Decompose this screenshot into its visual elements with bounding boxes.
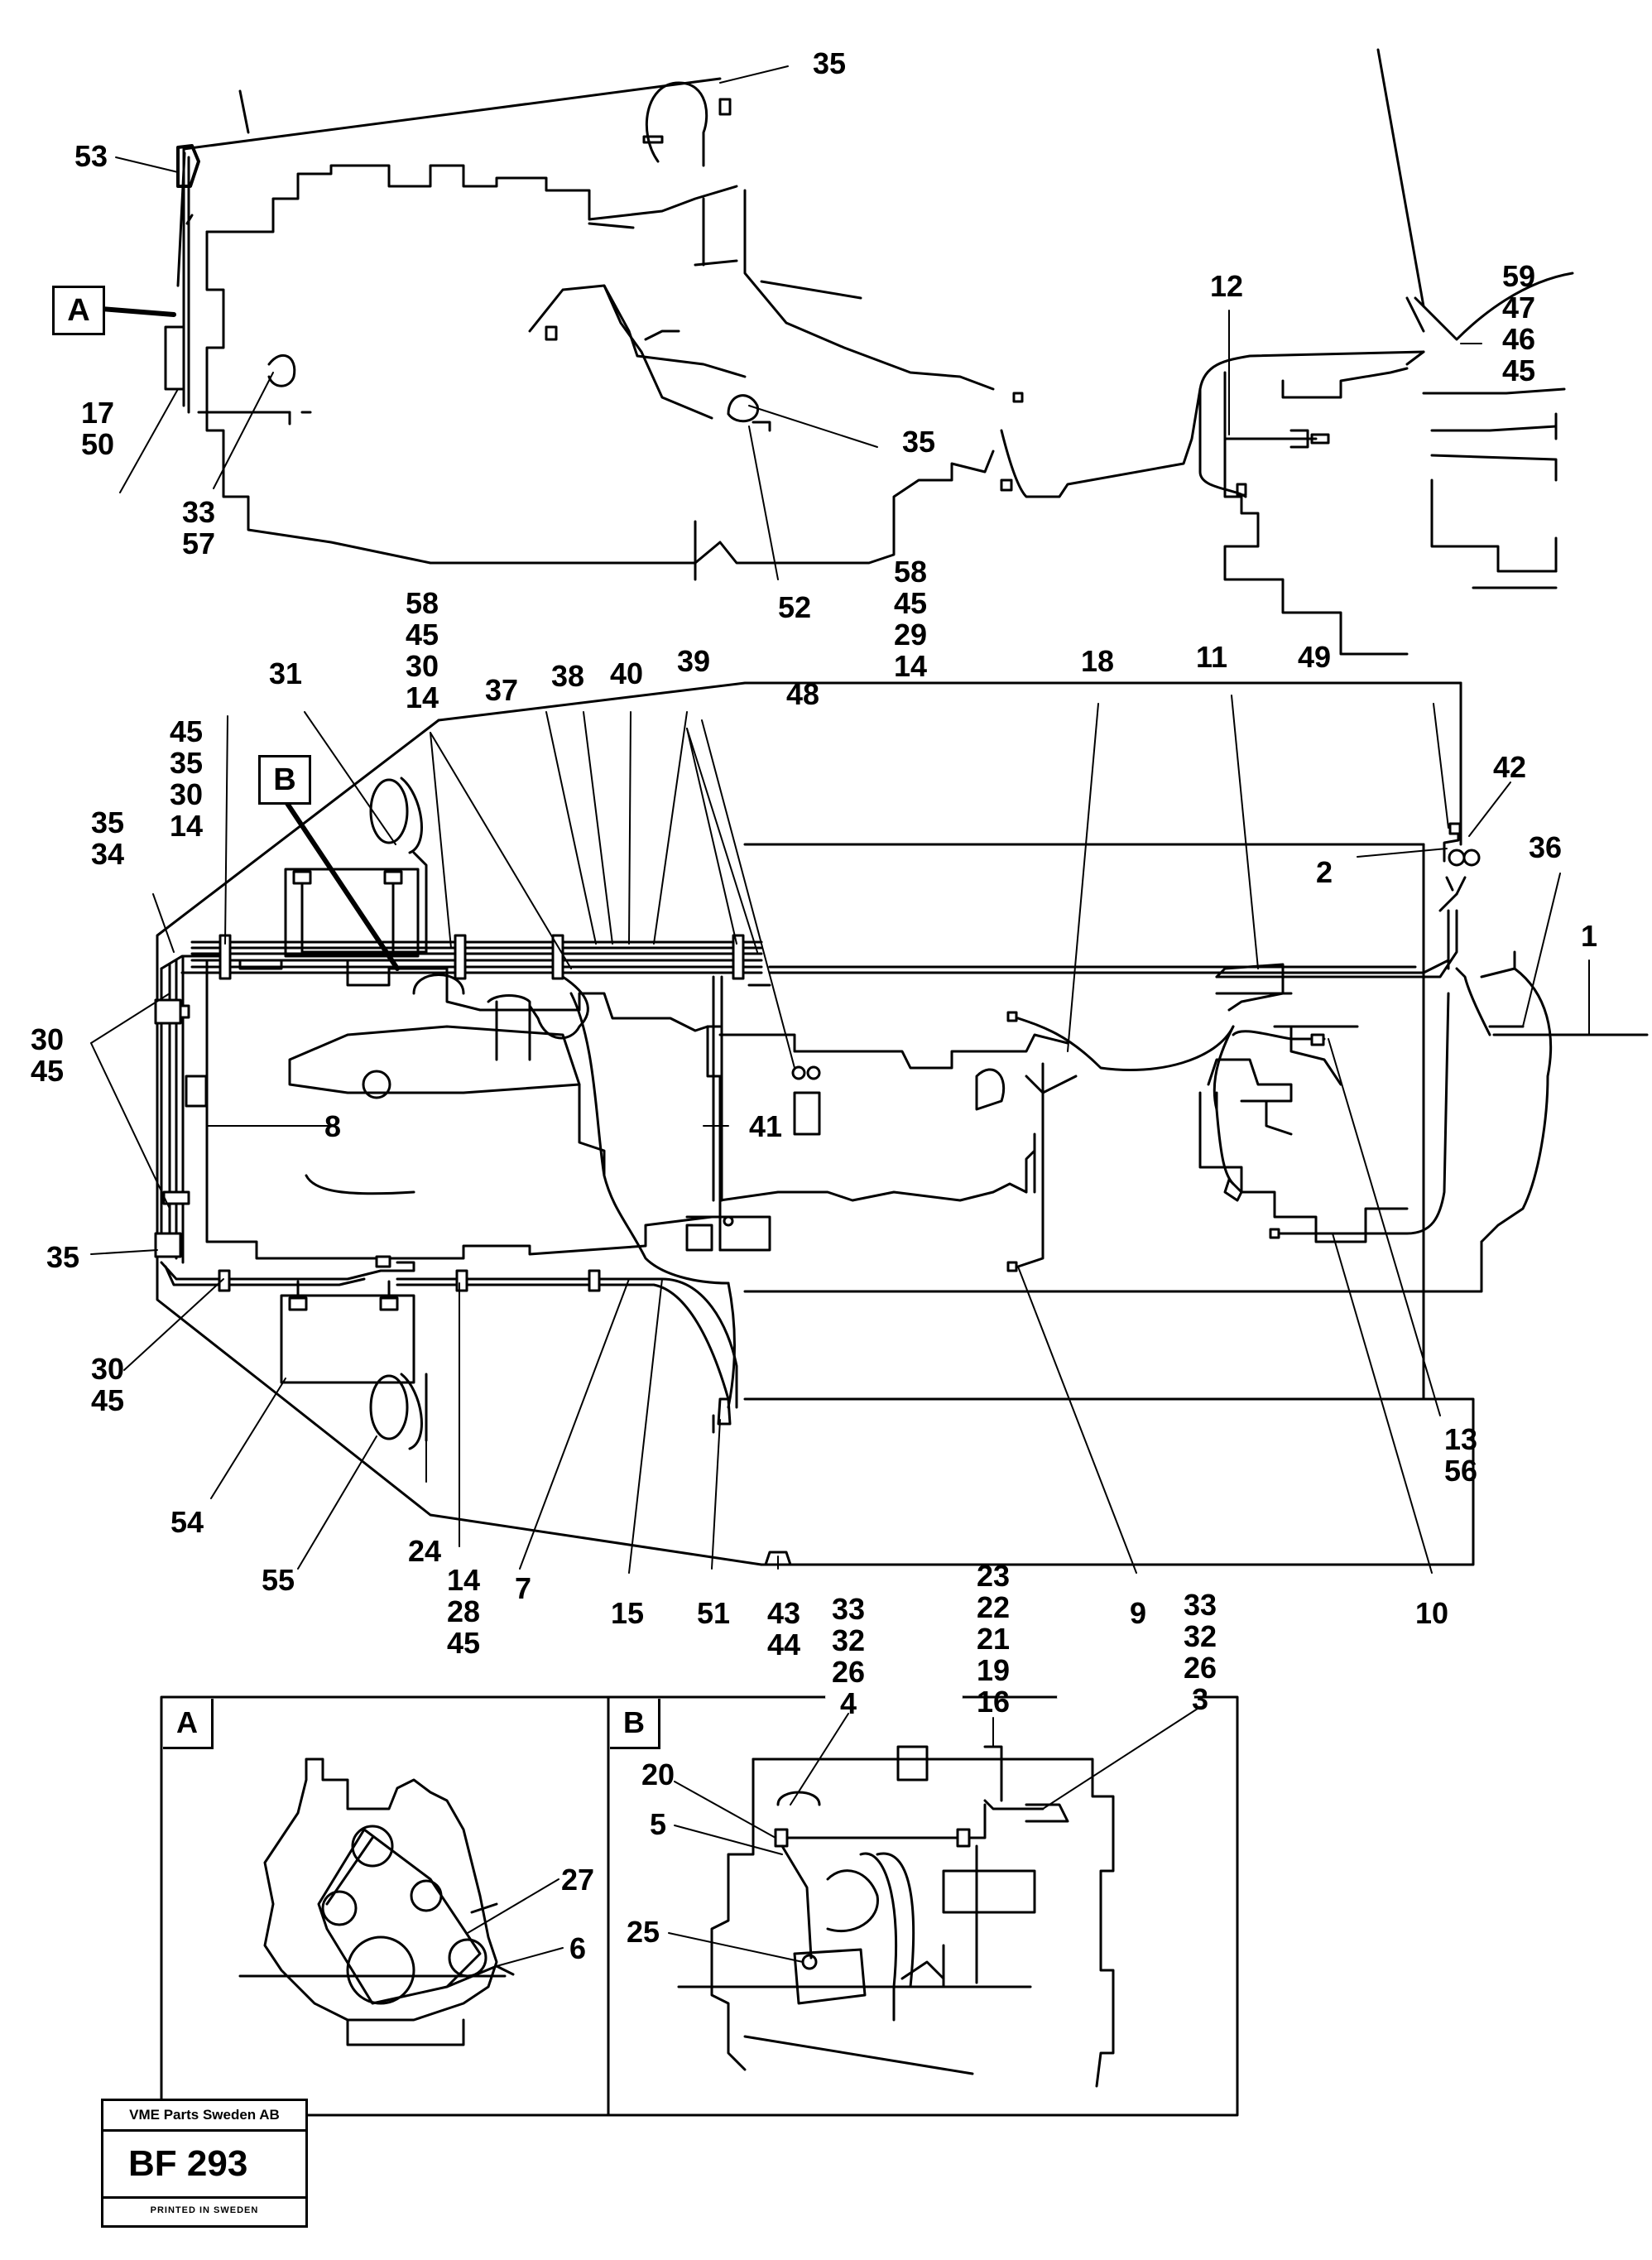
callout-52: 52 — [777, 590, 812, 624]
top-machine-outline — [182, 48, 1574, 656]
stamp-company: VME Parts Sweden AB — [103, 2101, 305, 2132]
detail-marker-b: B — [258, 755, 311, 805]
callout-15: 15 — [610, 1596, 645, 1630]
callout-35-left: 35 — [46, 1240, 80, 1274]
callout-24: 24 — [407, 1534, 442, 1568]
callout-58-45-30-14: 58 45 30 14 — [405, 586, 439, 714]
detail-marker-leaders — [98, 306, 400, 971]
callout-30-45-lower: 30 45 — [90, 1352, 125, 1417]
callout-36: 36 — [1528, 830, 1563, 864]
main-harness — [154, 777, 1649, 1450]
callout-51: 51 — [696, 1596, 731, 1630]
inset-frames — [160, 1695, 1239, 2117]
detail-marker-a: A — [52, 286, 105, 335]
callout-59-47-46-45: 59 47 46 45 — [1501, 259, 1536, 387]
callout-13-56: 13 56 — [1443, 1422, 1478, 1488]
callout-20: 20 — [641, 1758, 675, 1791]
inset-a-title: A — [163, 1699, 214, 1749]
callout-7: 7 — [514, 1571, 532, 1605]
callout-53: 53 — [74, 139, 108, 173]
top-harness — [164, 144, 312, 426]
callout-38: 38 — [550, 659, 585, 693]
callout-18: 18 — [1080, 644, 1115, 678]
callout-40: 40 — [609, 656, 644, 690]
callout-12: 12 — [1209, 269, 1244, 303]
callout-11: 11 — [1195, 640, 1228, 674]
callout-39: 39 — [676, 644, 711, 678]
stamp-printed: PRINTED IN SWEDEN — [150, 2205, 259, 2215]
callout-9: 9 — [1129, 1596, 1147, 1630]
main-machine-outline — [156, 681, 1553, 1566]
inset-b-title: B — [610, 1699, 660, 1749]
callout-58-45-29-14: 58 45 29 14 — [893, 555, 928, 683]
inset-leader-lines — [467, 1706, 1201, 1967]
callout-49: 49 — [1297, 640, 1332, 674]
callout-33-57: 33 57 — [181, 495, 216, 560]
callout-30-45-upper: 30 45 — [30, 1022, 65, 1088]
inset-a-engine — [238, 1758, 515, 2046]
callout-33-32-26-4: 33 32 26 4 — [831, 1592, 866, 1720]
callout-2: 2 — [1315, 855, 1333, 889]
callout-41: 41 — [748, 1109, 783, 1143]
callout-54: 54 — [170, 1505, 204, 1539]
callout-35-top: 35 — [812, 46, 847, 80]
callout-35-34: 35 34 — [90, 805, 125, 871]
callout-37: 37 — [484, 673, 519, 707]
callout-35-mid: 35 — [901, 425, 936, 459]
callout-27: 27 — [560, 1863, 595, 1897]
callout-14-28-45: 14 28 45 — [446, 1563, 481, 1660]
callout-5: 5 — [649, 1807, 667, 1841]
callout-48: 48 — [785, 677, 820, 711]
callout-43-44: 43 44 — [766, 1596, 801, 1661]
callout-25: 25 — [626, 1915, 660, 1949]
callout-45-35-30-14: 45 35 30 14 — [169, 714, 204, 843]
callout-33-32-26-3: 33 32 26 3 — [1183, 1588, 1217, 1716]
callout-17-50: 17 50 — [80, 396, 115, 461]
leader-lines — [90, 65, 1590, 1574]
callout-23-22-21-19-16: 23 22 21 19 16 — [976, 1559, 1011, 1719]
callout-6: 6 — [569, 1931, 587, 1965]
stamp-code: BF 293 — [103, 2132, 305, 2199]
document-stamp: VME Parts Sweden AB BF 293 PRINTED IN SW… — [101, 2099, 308, 2228]
callout-42: 42 — [1492, 750, 1527, 784]
callout-1: 1 — [1580, 919, 1598, 953]
callout-55: 55 — [261, 1563, 295, 1597]
callout-10: 10 — [1414, 1596, 1449, 1630]
callout-8: 8 — [324, 1109, 342, 1143]
callout-31: 31 — [268, 656, 303, 690]
inset-b-engine — [677, 1745, 1115, 2088]
